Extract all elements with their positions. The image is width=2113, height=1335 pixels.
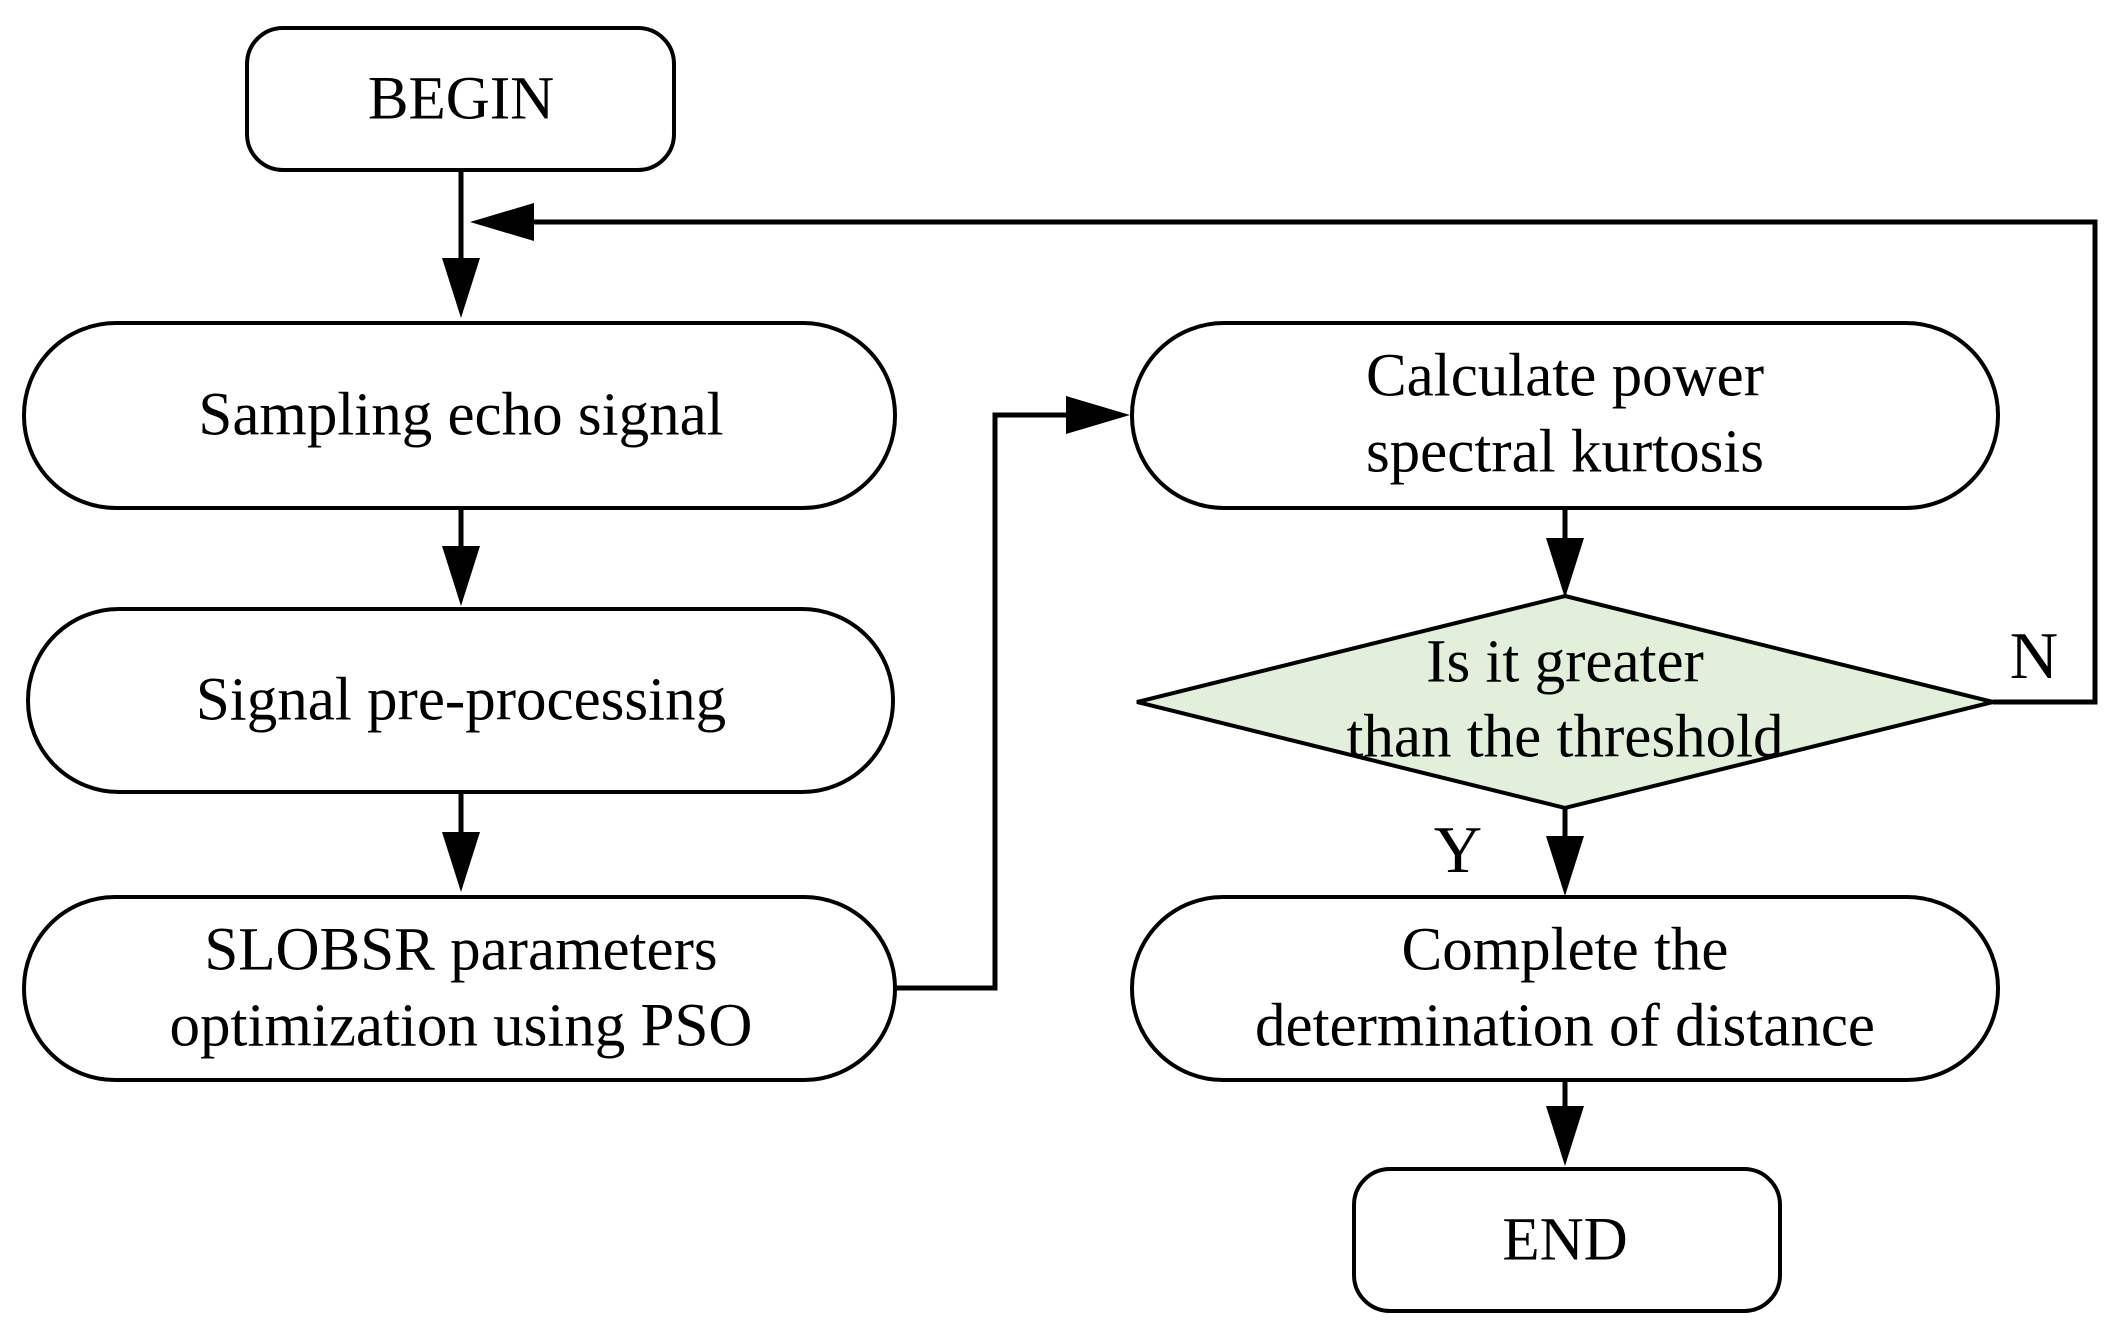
preprocessing-node: Signal pre-processing [26, 607, 895, 794]
decision-label-line1: Is it greater [1426, 629, 1704, 696]
decision-node: Is it greater than the threshold [1136, 593, 1994, 811]
preprocessing-box [26, 607, 895, 794]
arrowhead-loop-return [470, 203, 534, 241]
kurtosis-label-line2: spectral kurtosis [1366, 419, 1764, 486]
complete-label-line2: determination of distance [1255, 993, 1875, 1060]
end-box [1352, 1167, 1782, 1313]
complete-node: Complete the determination of distance [1130, 895, 2000, 1082]
edge-decision-no-loop [530, 219, 2098, 705]
arrowhead-complete [1546, 836, 1584, 896]
arrowhead-optimization [442, 832, 480, 892]
optimization-label-line1: SLOBSR parameters [204, 917, 717, 984]
kurtosis-node: Calculate power spectral kurtosis [1130, 321, 2000, 510]
end-node: END [1352, 1167, 1782, 1313]
arrowhead-decision [1546, 538, 1584, 598]
branch-label-yes: Y [1434, 813, 1482, 887]
arrowhead-kurtosis [1066, 396, 1130, 434]
arrowhead-preprocessing [442, 546, 480, 606]
preprocessing-label: Signal pre-processing [196, 667, 726, 734]
begin-label: BEGIN [368, 66, 554, 133]
end-label: END [1502, 1207, 1627, 1274]
optimization-box [22, 895, 897, 1082]
decision-label-line2: than the threshold [1346, 704, 1783, 771]
edges [442, 170, 2098, 1166]
sampling-node: Sampling echo signal [22, 321, 897, 510]
optimization-node: SLOBSR parameters optimization using PSO [22, 895, 897, 1082]
sampling-box [22, 321, 897, 510]
kurtosis-label-line1: Calculate power [1366, 343, 1764, 410]
complete-box [1130, 895, 2000, 1082]
arrowhead-end [1546, 1106, 1584, 1166]
decision-diamond [1136, 593, 1994, 811]
begin-node: BEGIN [245, 26, 676, 172]
sampling-label: Sampling echo signal [198, 382, 723, 449]
branch-label-no: N [2010, 619, 2058, 693]
edge-optimization-to-kurtosis [893, 412, 1070, 991]
arrowhead-sampling [442, 258, 480, 318]
begin-box [245, 26, 676, 172]
kurtosis-box [1130, 321, 2000, 510]
complete-label-line1: Complete the [1402, 917, 1729, 984]
optimization-label-line2: optimization using PSO [170, 993, 753, 1060]
